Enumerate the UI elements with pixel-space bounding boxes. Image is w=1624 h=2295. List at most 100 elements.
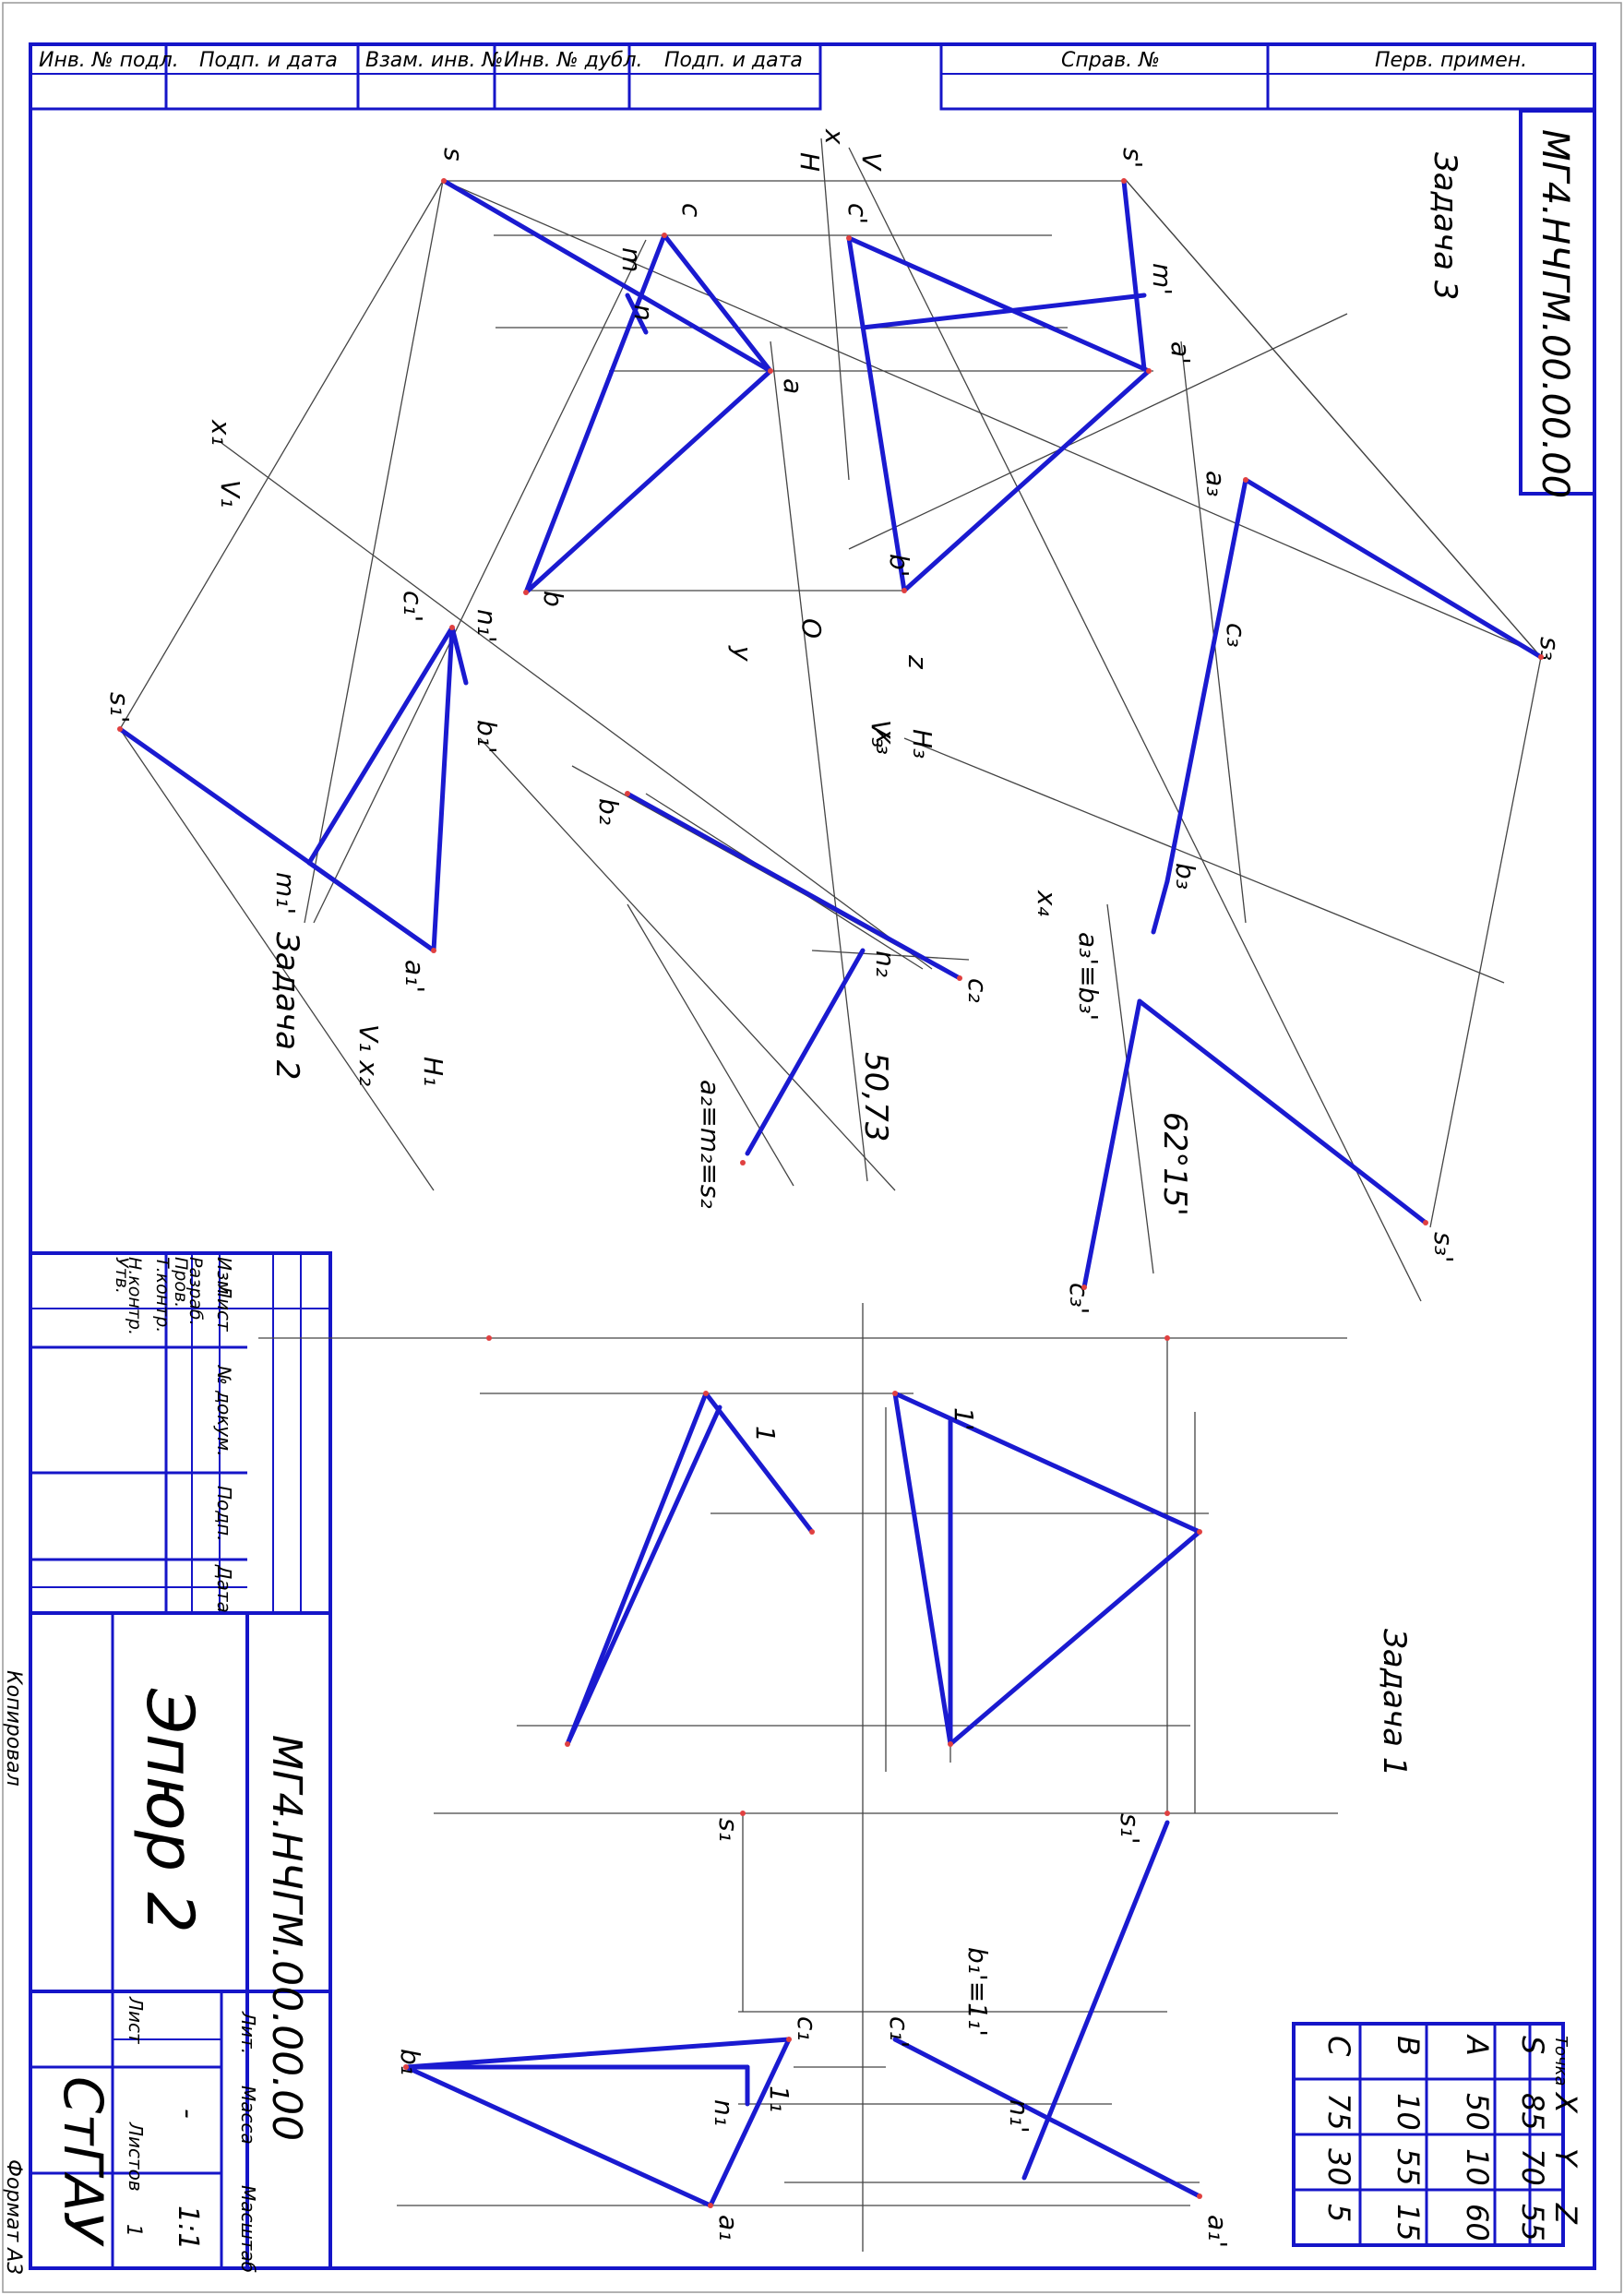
construction-line — [848, 147, 1422, 1302]
construction-line — [811, 950, 970, 961]
point-label: a₁' — [1202, 2215, 1233, 2248]
coords-value-cell: 70 — [1515, 2148, 1550, 2186]
point-marker — [117, 726, 123, 732]
rev-col-sign: Подп. — [213, 1486, 235, 1542]
role-norm-control: Н.контр. — [125, 1257, 145, 1335]
object-edge — [1151, 879, 1170, 935]
point-label: b₁'≡1₁' — [962, 1947, 993, 2037]
construction-line — [820, 137, 850, 481]
point-marker — [703, 1391, 709, 1396]
point-marker — [957, 975, 962, 981]
coords-value-cell: 10 — [1460, 2148, 1495, 2186]
coords-table — [1292, 2022, 1565, 2247]
mass-value: - — [172, 2109, 204, 2119]
point-marker — [1164, 1811, 1170, 1816]
point-label: a — [778, 378, 808, 394]
object-edge — [565, 1391, 709, 1747]
sheets-label: Листов — [125, 2122, 147, 2192]
point-label: s₁' — [1115, 1813, 1145, 1845]
point-label: V₁ x₂ — [353, 1024, 384, 1086]
object-edge — [431, 625, 455, 953]
object-edge — [1121, 178, 1147, 372]
role-approved: Утв. — [112, 1257, 132, 1294]
point-label: y — [727, 645, 758, 662]
point-marker — [449, 625, 455, 630]
point-label: a₃'≡b₃' — [1073, 932, 1104, 1021]
point-label: b₁' — [472, 720, 502, 754]
point-label: 1₁ — [764, 2086, 794, 2112]
point-marker — [565, 1741, 570, 1747]
construction-line — [903, 737, 1505, 984]
point-label: x₃ — [870, 728, 901, 755]
object-edge — [403, 2037, 792, 2070]
coords-value-cell: 5 — [1321, 2204, 1356, 2222]
point-label: H₁ — [418, 1057, 448, 1086]
coords-value-cell: 50 — [1460, 2093, 1495, 2131]
point-marker — [846, 235, 852, 241]
object-edge — [1243, 477, 1544, 660]
point-label: s' — [1117, 148, 1148, 168]
stamp-inv-dup: Инв. № дубл. — [504, 49, 643, 72]
point-label: O — [796, 618, 827, 639]
stamp-sign-date-2: Подп. и дата — [664, 49, 803, 72]
point-marker — [403, 2064, 409, 2070]
point-marker — [662, 233, 667, 238]
point-label: s — [438, 148, 469, 161]
point-label: H₃ — [907, 729, 937, 759]
object-edge — [1021, 1820, 1170, 2181]
point-label: n — [628, 305, 659, 321]
construction-line — [479, 737, 896, 1191]
point-marker — [740, 1160, 746, 1165]
point-label: b' — [884, 554, 914, 577]
rev-col-doc: № докум. — [213, 1365, 235, 1457]
construction-line — [119, 180, 444, 730]
title-name: Эпюр 2 — [132, 1688, 208, 1933]
point-label: n₁' — [472, 609, 502, 643]
point-label: c₁ — [792, 2016, 822, 2041]
top-right-stamp: Справ. № Перв. примен. — [939, 42, 1596, 111]
point-marker — [1164, 1335, 1170, 1341]
point-label: n₁ — [709, 2099, 739, 2126]
stamp-ref-no: Справ. № — [1061, 49, 1160, 72]
point-label: c₁' — [884, 2016, 914, 2048]
point-label: V₁ — [215, 480, 245, 508]
point-marker — [1197, 1529, 1202, 1535]
angle-measure: 62°15' — [1156, 1112, 1193, 1216]
point-label: x₄ — [1032, 890, 1062, 916]
point-marker — [768, 368, 773, 374]
rev-col-date: Дата — [213, 1564, 235, 1613]
point-label: s₁ — [713, 1818, 744, 1842]
point-label: 1 — [750, 1426, 781, 1442]
object-edge — [662, 233, 773, 374]
coords-value-cell: 60 — [1460, 2204, 1495, 2241]
point-label: b₂ — [593, 798, 624, 825]
rev-col-change: Изм — [213, 1257, 235, 1295]
point-label: z — [902, 654, 933, 670]
point-label: n₂ — [870, 950, 901, 977]
point-label: b₁ — [395, 2049, 425, 2075]
coords-header-cell: Z — [1548, 2203, 1583, 2225]
object-edge — [846, 235, 1152, 374]
point-label: V₃ — [866, 720, 896, 747]
point-label: x₁ — [206, 419, 236, 446]
title-org: СтГАУ — [52, 2076, 114, 2247]
mass-label: Масса — [237, 2086, 259, 2145]
role-developer: Разраб. — [185, 1257, 206, 1326]
construction-lines — [119, 137, 1542, 2252]
coords-header-cell: Точка — [1551, 2036, 1570, 2086]
construction-line — [627, 903, 794, 1187]
object-edge — [948, 1529, 1202, 1747]
coords-value-cell: B — [1391, 2036, 1426, 2056]
title-doc-code: МГ4.НЧГМ.00.00.00 — [263, 1735, 310, 2141]
rev-col-sheet: Лист — [213, 1284, 235, 1333]
point-marker — [740, 1811, 746, 1816]
object-edge — [703, 1391, 815, 1535]
point-marker — [1243, 477, 1248, 483]
top-left-stamp: Инв. № подл. Подп. и дата Взам. инв. № И… — [29, 42, 822, 111]
lit-label: Лит. — [237, 2011, 259, 2054]
object-edge — [523, 368, 773, 595]
object-edge — [902, 368, 1152, 593]
point-marker — [948, 1741, 953, 1747]
object-edge — [745, 948, 866, 1156]
